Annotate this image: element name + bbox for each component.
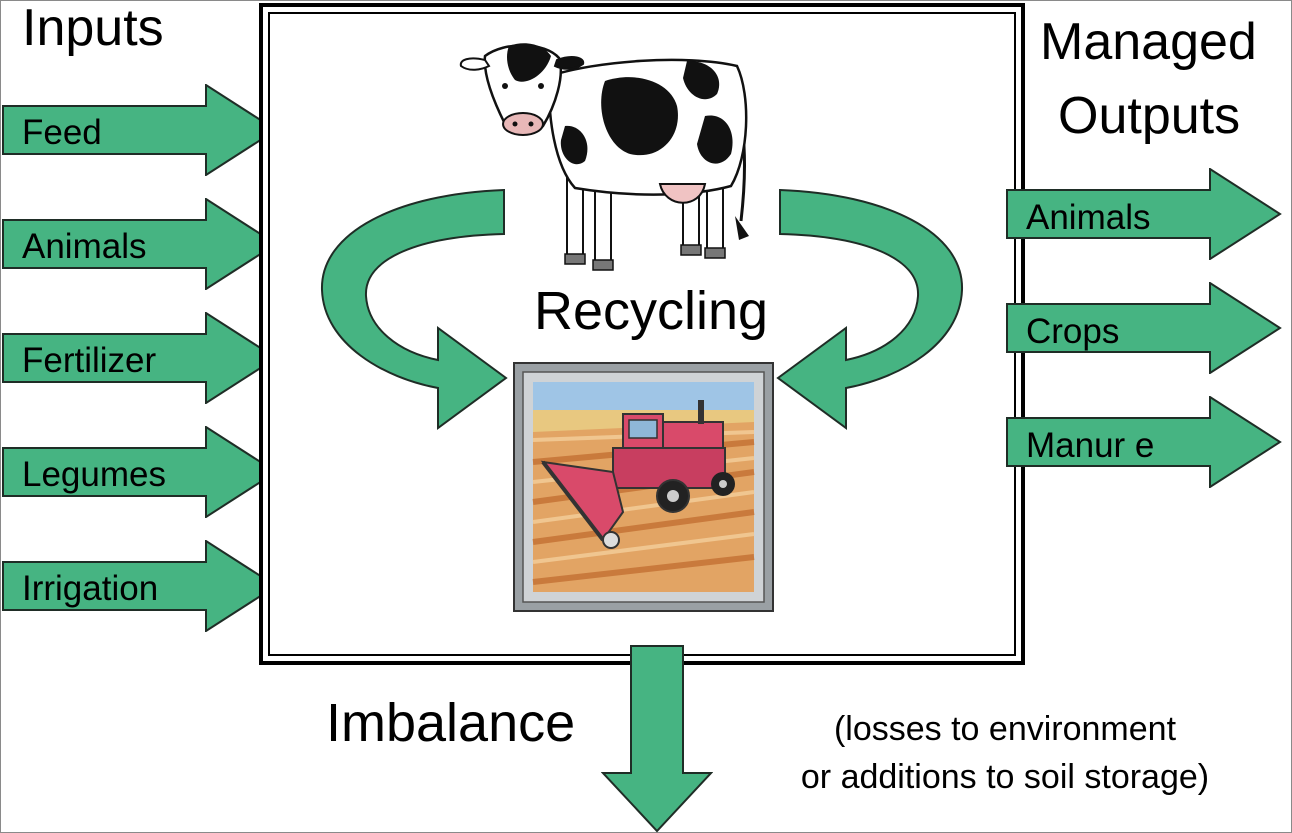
output-arrow-manure — [1006, 396, 1282, 488]
output-arrow-animals — [1006, 168, 1282, 260]
output-label-crops: Crops — [1026, 312, 1120, 351]
inputs-heading: Inputs — [22, 0, 164, 57]
output-label-manure: Manur e — [1026, 426, 1155, 465]
output-arrow-crops — [1006, 282, 1282, 374]
input-arrow-legumes — [2, 426, 278, 518]
input-label-fertilizer: Fertilizer — [22, 341, 157, 380]
recycling-label: Recycling — [534, 281, 769, 341]
imbalance-arrow — [601, 645, 713, 833]
imbalance-note-line2: or additions to soil storage) — [800, 758, 1210, 796]
imbalance-label: Imbalance — [326, 693, 576, 753]
input-arrow-animals — [2, 198, 278, 290]
input-label-legumes: Legumes — [22, 455, 166, 494]
input-label-irrigation: Irrigation — [22, 569, 159, 608]
imbalance-note: (losses to environment or additions to s… — [745, 705, 1265, 801]
input-label-animals: Animals — [22, 227, 147, 266]
cow-illustration — [459, 43, 749, 271]
input-arrow-fertilizer — [2, 312, 278, 404]
outputs-heading-line1: Managed — [1040, 13, 1257, 71]
recycling-arrow-left — [320, 188, 508, 430]
recycling-arrow-right — [776, 188, 964, 430]
input-arrow-feed — [2, 84, 278, 176]
harvester-picture — [513, 362, 774, 612]
imbalance-note-line1: (losses to environment — [833, 710, 1177, 748]
output-label-animals: Animals — [1026, 198, 1151, 237]
outputs-heading-line2: Outputs — [1058, 87, 1241, 145]
input-arrow-irrigation — [2, 540, 278, 632]
input-label-feed: Feed — [22, 113, 102, 152]
